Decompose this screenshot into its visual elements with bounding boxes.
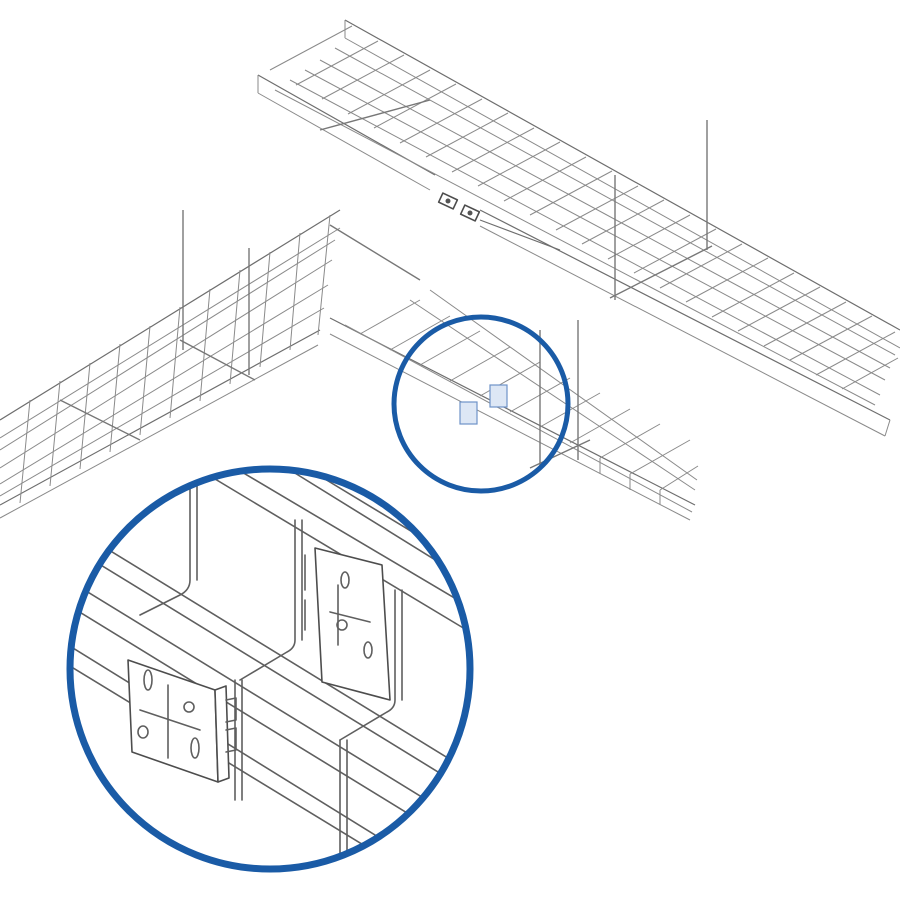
splice-plate-small-1 [489, 384, 508, 408]
splice-plate-rear [304, 547, 391, 701]
small-callout-circle [391, 314, 571, 494]
threaded-rod-hangers [59, 99, 713, 470]
main-tray-left [0, 209, 341, 519]
splice-plate-small-2 [459, 401, 478, 425]
branch-tray [329, 219, 699, 521]
main-tray-upper [257, 19, 900, 437]
large-callout-circle [66, 465, 474, 873]
junction-hardware [437, 192, 481, 222]
splice-plate-front [127, 659, 237, 783]
